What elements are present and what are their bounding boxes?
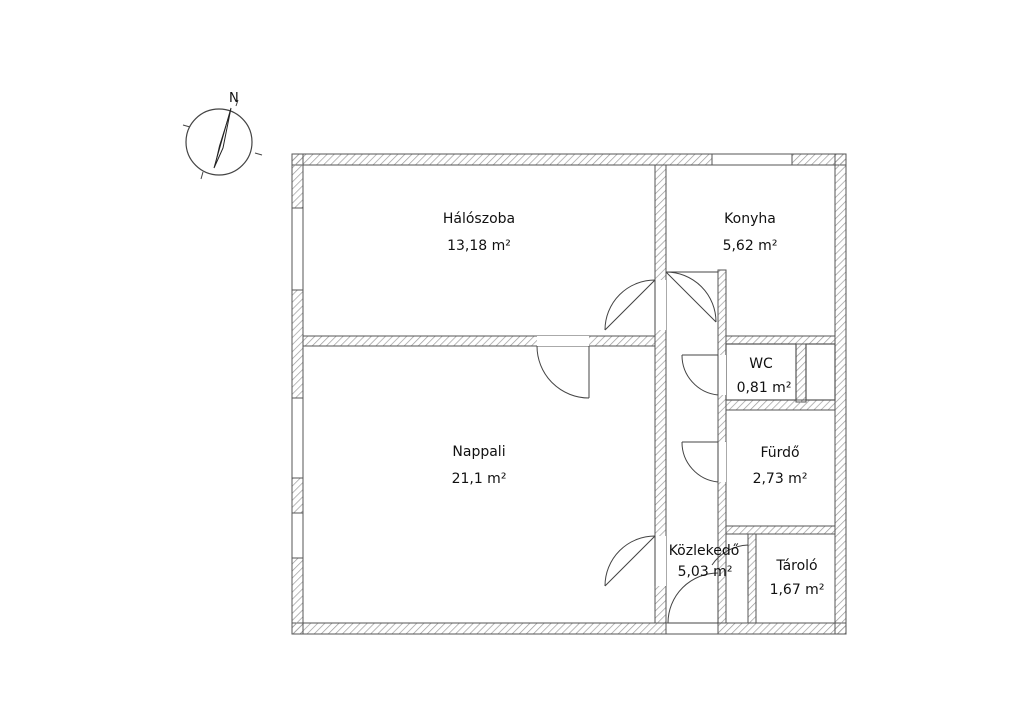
- room-name-furdo: Fürdő: [760, 445, 799, 461]
- room-area-nappali: 21,1 m²: [452, 471, 507, 487]
- room-name-kozlekedo: Közlekedő: [669, 543, 740, 559]
- compass-ring: [185, 108, 253, 176]
- room-name-haloszoba: Hálószoba: [443, 211, 515, 227]
- room-area-wc: 0,81 m²: [737, 380, 792, 396]
- room-area-konyha: 5,62 m²: [723, 238, 778, 254]
- room-name-wc: WC: [749, 356, 773, 372]
- room-name-tarolo: Tároló: [775, 558, 817, 574]
- room-area-tarolo: 1,67 m²: [770, 582, 825, 598]
- compass-north-label: N: [229, 91, 239, 106]
- room-area-furdo: 2,73 m²: [753, 471, 808, 487]
- windows: [291, 153, 793, 635]
- room-area-kozlekedo: 5,03 m²: [678, 564, 733, 580]
- room-area-haloszoba: 13,18 m²: [447, 238, 511, 254]
- compass: N: [182, 91, 263, 180]
- room-name-nappali: Nappali: [452, 444, 505, 460]
- room-name-konyha: Konyha: [724, 211, 776, 227]
- doors: [536, 271, 749, 624]
- room-labels: Hálószoba 13,18 m² Konyha 5,62 m² WC 0,8…: [443, 211, 825, 598]
